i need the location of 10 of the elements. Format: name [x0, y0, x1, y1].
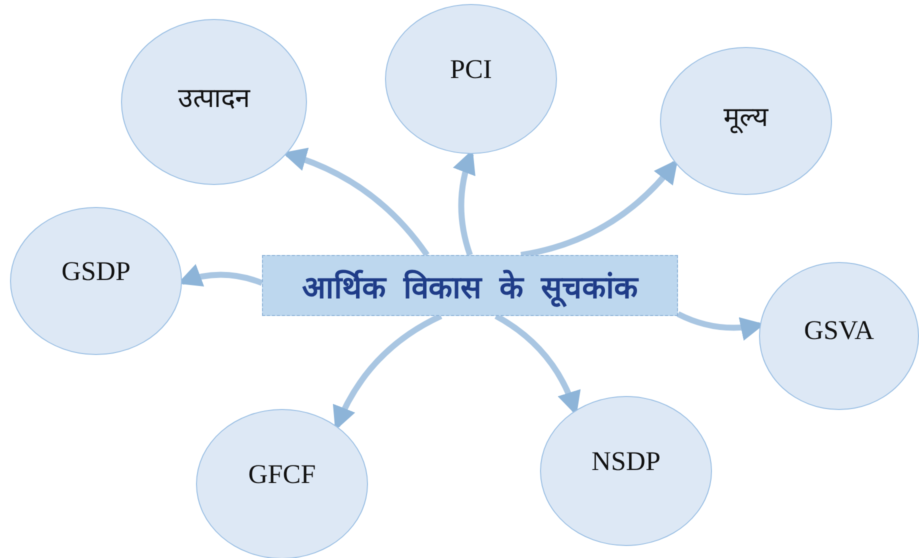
topic-label: GSDP [61, 256, 131, 286]
title-text: आर्थिक विकास के सूचकांक [302, 264, 638, 306]
topic-label: GSVA [804, 314, 874, 346]
topic-label: GFCF [248, 458, 316, 490]
curved-arrow [520, 159, 678, 258]
topic-label: NSDP [591, 446, 661, 476]
topic-label: PCI [450, 54, 492, 84]
topic-label: मूल्य [724, 100, 768, 134]
title-box [262, 255, 678, 316]
topic-label: उत्पादन [178, 82, 250, 114]
